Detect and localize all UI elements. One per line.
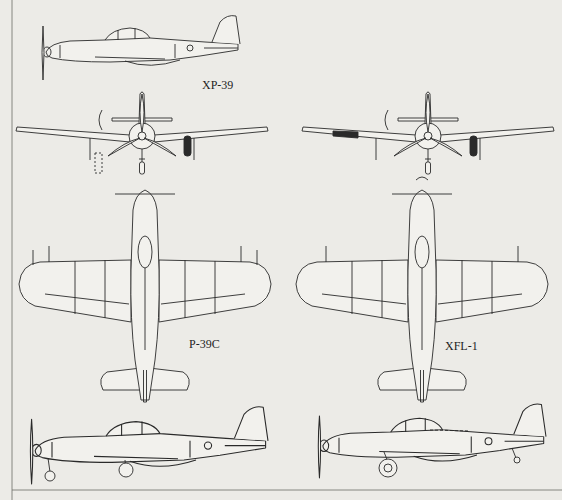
p39c-top-view <box>19 190 271 402</box>
frame-line <box>12 0 13 500</box>
p39c-landing-gear <box>45 458 133 481</box>
xfl1-landing-gear <box>379 430 520 477</box>
xfl1-side-view <box>318 404 546 478</box>
p39c-front-view <box>16 92 268 174</box>
frame-line <box>12 490 562 491</box>
xfl1-top-view <box>296 177 548 402</box>
aircraft-designation: XFL-1 <box>443 339 480 354</box>
aircraft-designation: XP-39 <box>200 78 235 93</box>
xfl1-front-view <box>302 92 554 174</box>
xp39-side-view <box>42 16 240 80</box>
p39c-side-view <box>30 407 268 484</box>
bomb-outline <box>95 153 102 173</box>
aircraft-designation: P-39C <box>187 337 222 352</box>
